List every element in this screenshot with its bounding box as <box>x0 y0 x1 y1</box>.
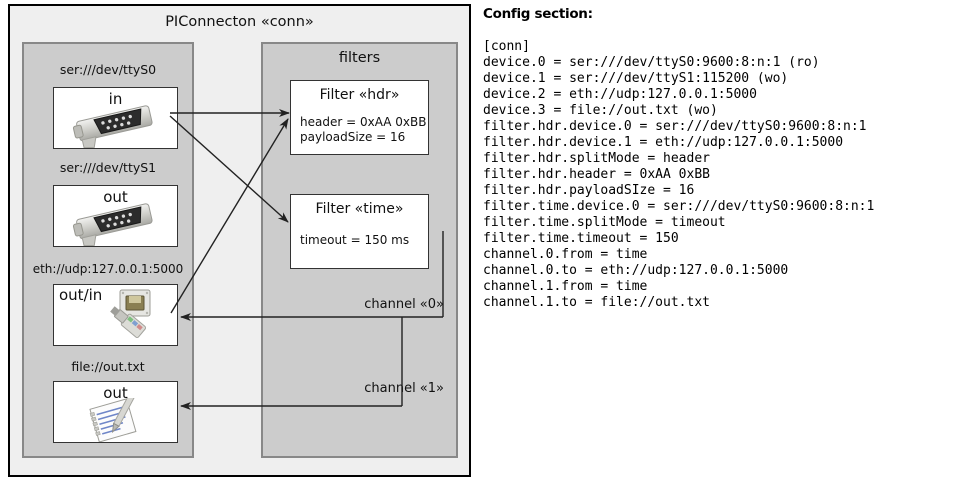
config-heading: Config section: <box>483 6 593 22</box>
filters-group-title: filters <box>338 50 381 66</box>
serial-connector-icon <box>68 202 164 250</box>
config-line: [conn] <box>483 39 530 54</box>
channel-label-0: channel «0» <box>364 297 444 312</box>
config-line: filter.hdr.header = 0xAA 0xBB <box>483 167 710 182</box>
filter-title-time: Filter «time» <box>315 201 404 217</box>
config-line: filter.hdr.device.1 = eth://udp:127.0.0.… <box>483 135 844 150</box>
config-listing: [conn]device.0 = ser:///dev/ttyS0:9600:8… <box>483 39 953 311</box>
device-box-ttys1[interactable]: out <box>53 185 178 247</box>
filter-prop-header: header = 0xAA 0xBB <box>300 115 427 129</box>
config-line: filter.time.device.0 = ser:///dev/ttyS0:… <box>483 199 875 214</box>
filter-box-time[interactable]: Filter «time» timeout = 150 ms <box>290 194 429 269</box>
device-box-ttys0[interactable]: in <box>53 87 178 149</box>
edge-layer <box>169 109 444 410</box>
connector-diagram: PIConnecton «conn» ser:///dev/ttyS0 in <box>8 4 471 477</box>
filter-prop-payloadsize: payloadSize = 16 <box>300 130 406 144</box>
serial-connector-icon <box>68 104 164 152</box>
edge-ttys0-to-time <box>169 115 289 223</box>
filter-title-hdr: Filter «hdr» <box>319 87 400 103</box>
diagram-title: PIConnecton «conn» <box>165 14 314 30</box>
device-direction-file: out <box>103 384 128 402</box>
device-label-ttys1: ser:///dev/ttyS1 <box>59 160 157 175</box>
config-line: filter.hdr.device.0 = ser:///dev/ttyS0:9… <box>483 119 867 134</box>
device-label-ttys0: ser:///dev/ttyS0 <box>59 62 157 77</box>
config-section: Config section: [conn]device.0 = ser:///… <box>483 6 953 311</box>
device-direction-eth: out/in <box>59 286 103 304</box>
channel-label-1: channel «1» <box>364 381 444 396</box>
filter-box-hdr[interactable]: Filter «hdr» header = 0xAA 0xBB payloadS… <box>290 80 429 155</box>
config-line: channel.0.from = time <box>483 247 648 262</box>
device-box-eth[interactable]: out/in <box>53 284 178 346</box>
config-line: channel.1.to = file://out.txt <box>483 295 710 310</box>
config-line: filter.hdr.splitMode = header <box>483 151 710 166</box>
config-line: device.2 = eth://udp:127.0.0.1:5000 <box>483 87 757 102</box>
config-line: filter.time.splitMode = timeout <box>483 215 726 230</box>
config-line: filter.hdr.payloadSIze = 16 <box>483 183 695 198</box>
config-line: filter.time.timeout = 150 <box>483 231 679 246</box>
config-line: device.3 = file://out.txt (wo) <box>483 103 718 118</box>
device-box-file[interactable]: out <box>53 381 178 443</box>
filter-prop-timeout: timeout = 150 ms <box>300 233 410 247</box>
device-label-eth: eth://udp:127.0.0.1:5000 <box>32 262 184 276</box>
device-label-file: file://out.txt <box>71 359 145 374</box>
ethernet-plug-icon <box>106 288 176 350</box>
device-direction-ttys0: in <box>108 90 123 108</box>
config-line: device.1 = ser:///dev/ttyS1:115200 (wo) <box>483 71 789 86</box>
text-file-pencil-icon <box>84 392 154 446</box>
config-line: channel.1.from = time <box>483 279 648 294</box>
config-line: device.0 = ser:///dev/ttyS0:9600:8:n:1 (… <box>483 55 820 70</box>
config-line: channel.0.to = eth://udp:127.0.0.1:5000 <box>483 263 789 278</box>
device-direction-ttys1: out <box>103 188 128 206</box>
edge-eth-to-hdr <box>170 118 289 314</box>
